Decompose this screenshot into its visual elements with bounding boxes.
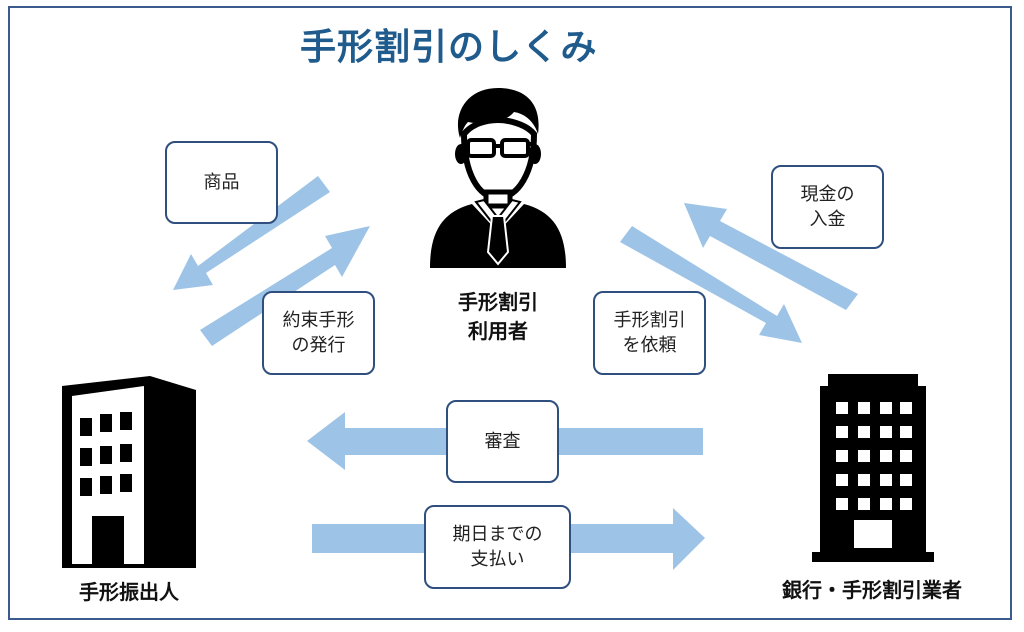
issuer-label: 手形振出人 [79,580,179,604]
discount-request-arrow [620,226,802,343]
office-building-icon [62,376,196,568]
discount-request-box: 手形割引 を依頼 [593,291,706,375]
promissory-note-line2: の発行 [291,335,346,356]
promissory-note-line1: 約束手形 [282,309,355,331]
cash-deposit-line1: 現金の [800,183,855,205]
payment-line1: 期日までの [452,523,543,545]
payment-line2: 支払い [470,549,525,570]
user-label: 手形割引 利用者 [448,288,548,346]
cash-deposit-arrow [684,203,858,310]
diagram-title: 手形割引のしくみ [300,27,598,68]
promissory-note-arrow [200,226,370,346]
discount-request-line2: を依頼 [622,335,677,356]
promissory-note-box: 約束手形 の発行 [262,291,375,375]
goods-box: 商品 [165,141,278,224]
cash-deposit-line2: 入金 [809,209,846,230]
user-label-line2: 利用者 [468,319,528,343]
discount-request-line1: 手形割引 [613,309,686,331]
goods-arrow [173,176,330,290]
bank-label: 銀行・手形割引業者 [782,578,962,602]
payment-box: 期日までの 支払い [424,505,571,589]
goods-text: 商品 [203,171,240,193]
businessman-icon [430,88,566,268]
office-tower-icon [812,374,934,562]
review-text: 審査 [484,430,521,452]
review-box: 審査 [446,400,559,483]
user-label-line1: 手形割引 [458,290,538,314]
cash-deposit-box: 現金の 入金 [771,165,884,249]
